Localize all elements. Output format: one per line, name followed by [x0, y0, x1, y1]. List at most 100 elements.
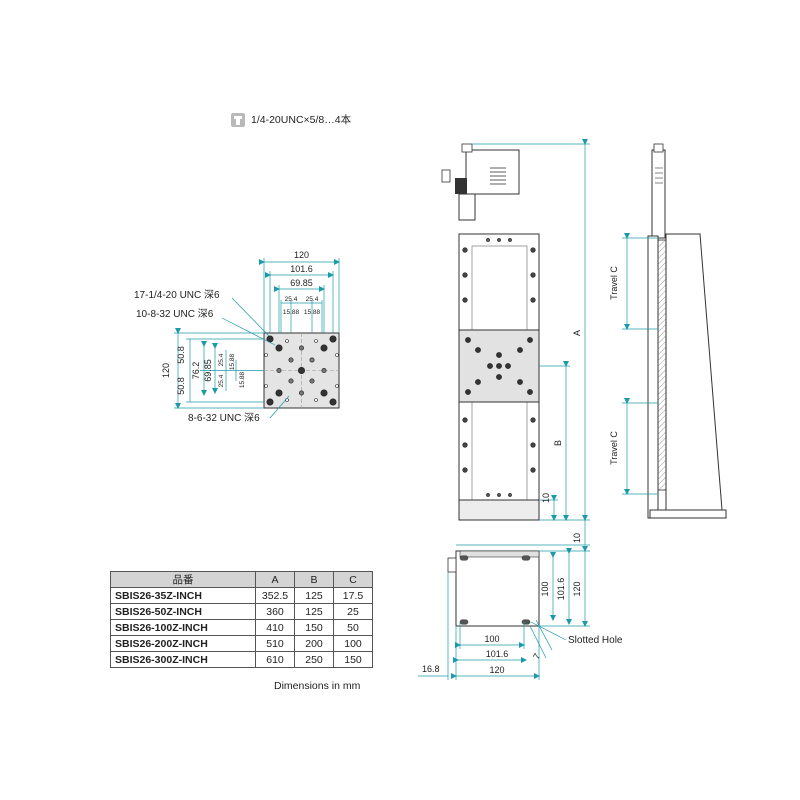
front-view: A B 10 10	[441, 139, 590, 546]
table-cell: 100	[333, 635, 373, 652]
table-cell: 125	[294, 587, 334, 604]
rail-hole	[462, 272, 468, 278]
dim-top-69-85: 69.85	[290, 278, 313, 288]
table-hole	[517, 379, 523, 385]
rail-hole	[508, 238, 512, 242]
dim-10-front: 10	[541, 493, 551, 503]
slotted-hole	[459, 619, 469, 625]
table-hole	[496, 352, 502, 358]
rail-hole	[508, 493, 512, 497]
table-cell-model: SBIS26-100Z-INCH	[110, 619, 256, 636]
table-row: SBIS26-35Z-INCH 352.5 125 17.5	[110, 587, 373, 604]
tapped-hole	[275, 344, 283, 352]
dim-left-76-2: 76.2	[191, 362, 201, 380]
dim-top-15-88-right: 15.88	[304, 309, 321, 316]
tapped-hole	[264, 384, 268, 388]
tapped-hole	[320, 344, 328, 352]
callout-17-holes: 17-1/4-20 UNC 深6	[134, 289, 220, 301]
table-row: SBIS26-300Z-INCH 610 250 150	[110, 651, 373, 668]
rail-hole	[497, 238, 501, 242]
rail-hole	[486, 238, 490, 242]
tapped-hole	[329, 398, 337, 406]
table-header: 品番	[110, 571, 256, 588]
table-hole	[487, 363, 493, 369]
dim-10-base: 10	[572, 533, 582, 543]
table-header-row: 品番 A B C	[110, 571, 373, 588]
slotted-hole	[521, 619, 531, 625]
rail-hole	[497, 493, 501, 497]
slotted-hole	[459, 555, 469, 561]
table-hole	[475, 347, 481, 353]
table-hole	[465, 389, 471, 395]
rail-hole	[530, 442, 536, 448]
tapped-hole	[285, 339, 289, 343]
thread-note: 1/4-20UNC×5/8…4本	[231, 112, 351, 127]
tapped-hole	[335, 384, 339, 388]
table-cell: 125	[294, 603, 334, 620]
base-plate	[455, 550, 540, 627]
table-cell: 610	[255, 651, 295, 668]
table-hole	[527, 337, 533, 343]
dim-bottom-101-6-h: 101.6	[486, 649, 509, 659]
tapped-hole	[320, 389, 328, 397]
table-hole	[505, 363, 511, 369]
table-cell-model: SBIS26-300Z-INCH	[110, 651, 256, 668]
dim-left-120: 120	[161, 363, 171, 378]
plate-holes	[264, 335, 339, 406]
rail-hole	[530, 417, 536, 423]
table-row: SBIS26-50Z-INCH 360 125 25	[110, 603, 373, 620]
tapped-hole	[288, 378, 294, 384]
table-hole	[465, 337, 471, 343]
rail-hole	[462, 297, 468, 303]
slotted-hole-label: Slotted Hole	[568, 635, 623, 646]
table-hole	[527, 389, 533, 395]
tapped-hole	[309, 357, 315, 363]
table-cell: 360	[255, 603, 295, 620]
rail-hole	[530, 467, 536, 473]
callout-10-holes: 10-8-32 UNC 深6	[136, 308, 214, 320]
travel-top-label: Travel C	[609, 266, 619, 300]
dim-bottom-16-8: 16.8	[422, 664, 440, 674]
rail-hole	[462, 247, 468, 253]
tapped-hole	[309, 378, 315, 384]
callout-8-holes: 8-6-32 UNC 深6	[188, 412, 260, 424]
tapped-hole	[264, 353, 268, 357]
dim-left-50-8-top: 50.8	[176, 346, 186, 364]
table-cell: 50	[333, 619, 373, 636]
tapped-hole	[314, 339, 318, 343]
table-cell: 150	[294, 619, 334, 636]
tap-thread-icon	[231, 112, 245, 127]
table-cell: 25	[333, 603, 373, 620]
table-row: SBIS26-100Z-INCH 410 150 50	[110, 619, 373, 636]
rail-hole	[530, 247, 536, 253]
table-cell: 17.5	[333, 587, 373, 604]
table-cell: 352.5	[255, 587, 295, 604]
table-hole	[496, 363, 502, 369]
table-cell: 510	[255, 635, 295, 652]
model-dimension-table: 品番 A B C SBIS26-35Z-INCH 352.5 125 17.5 …	[110, 571, 373, 668]
table-cell-model: SBIS26-35Z-INCH	[110, 587, 256, 604]
dim-left-25-4-bottom: 25.4	[218, 374, 225, 387]
tapped-hole	[321, 367, 327, 373]
dim-top-15-88-left: 15.88	[283, 309, 300, 316]
dim-left-69-85: 69.85	[203, 359, 213, 382]
rail-hole	[462, 442, 468, 448]
dim-top-25-4-right: 25.4	[306, 296, 319, 303]
table-cell-model: SBIS26-50Z-INCH	[110, 603, 256, 620]
table-header: B	[294, 571, 334, 588]
table-cell: 410	[255, 619, 295, 636]
tapped-hole	[266, 398, 274, 406]
rail-holes	[462, 238, 536, 497]
table-hole	[496, 374, 502, 380]
tapped-hole	[288, 357, 294, 363]
table-hole	[517, 347, 523, 353]
slotted-hole	[521, 555, 531, 561]
tapped-hole	[335, 353, 339, 357]
dim-left-15-88-top: 15.88	[229, 353, 236, 370]
rail-hole	[462, 467, 468, 473]
dim-top-101-6: 101.6	[290, 264, 313, 274]
dim-left-15-88-bottom: 15.88	[239, 371, 246, 388]
table-row: SBIS26-200Z-INCH 510 200 100	[110, 635, 373, 652]
rail-hole	[530, 297, 536, 303]
